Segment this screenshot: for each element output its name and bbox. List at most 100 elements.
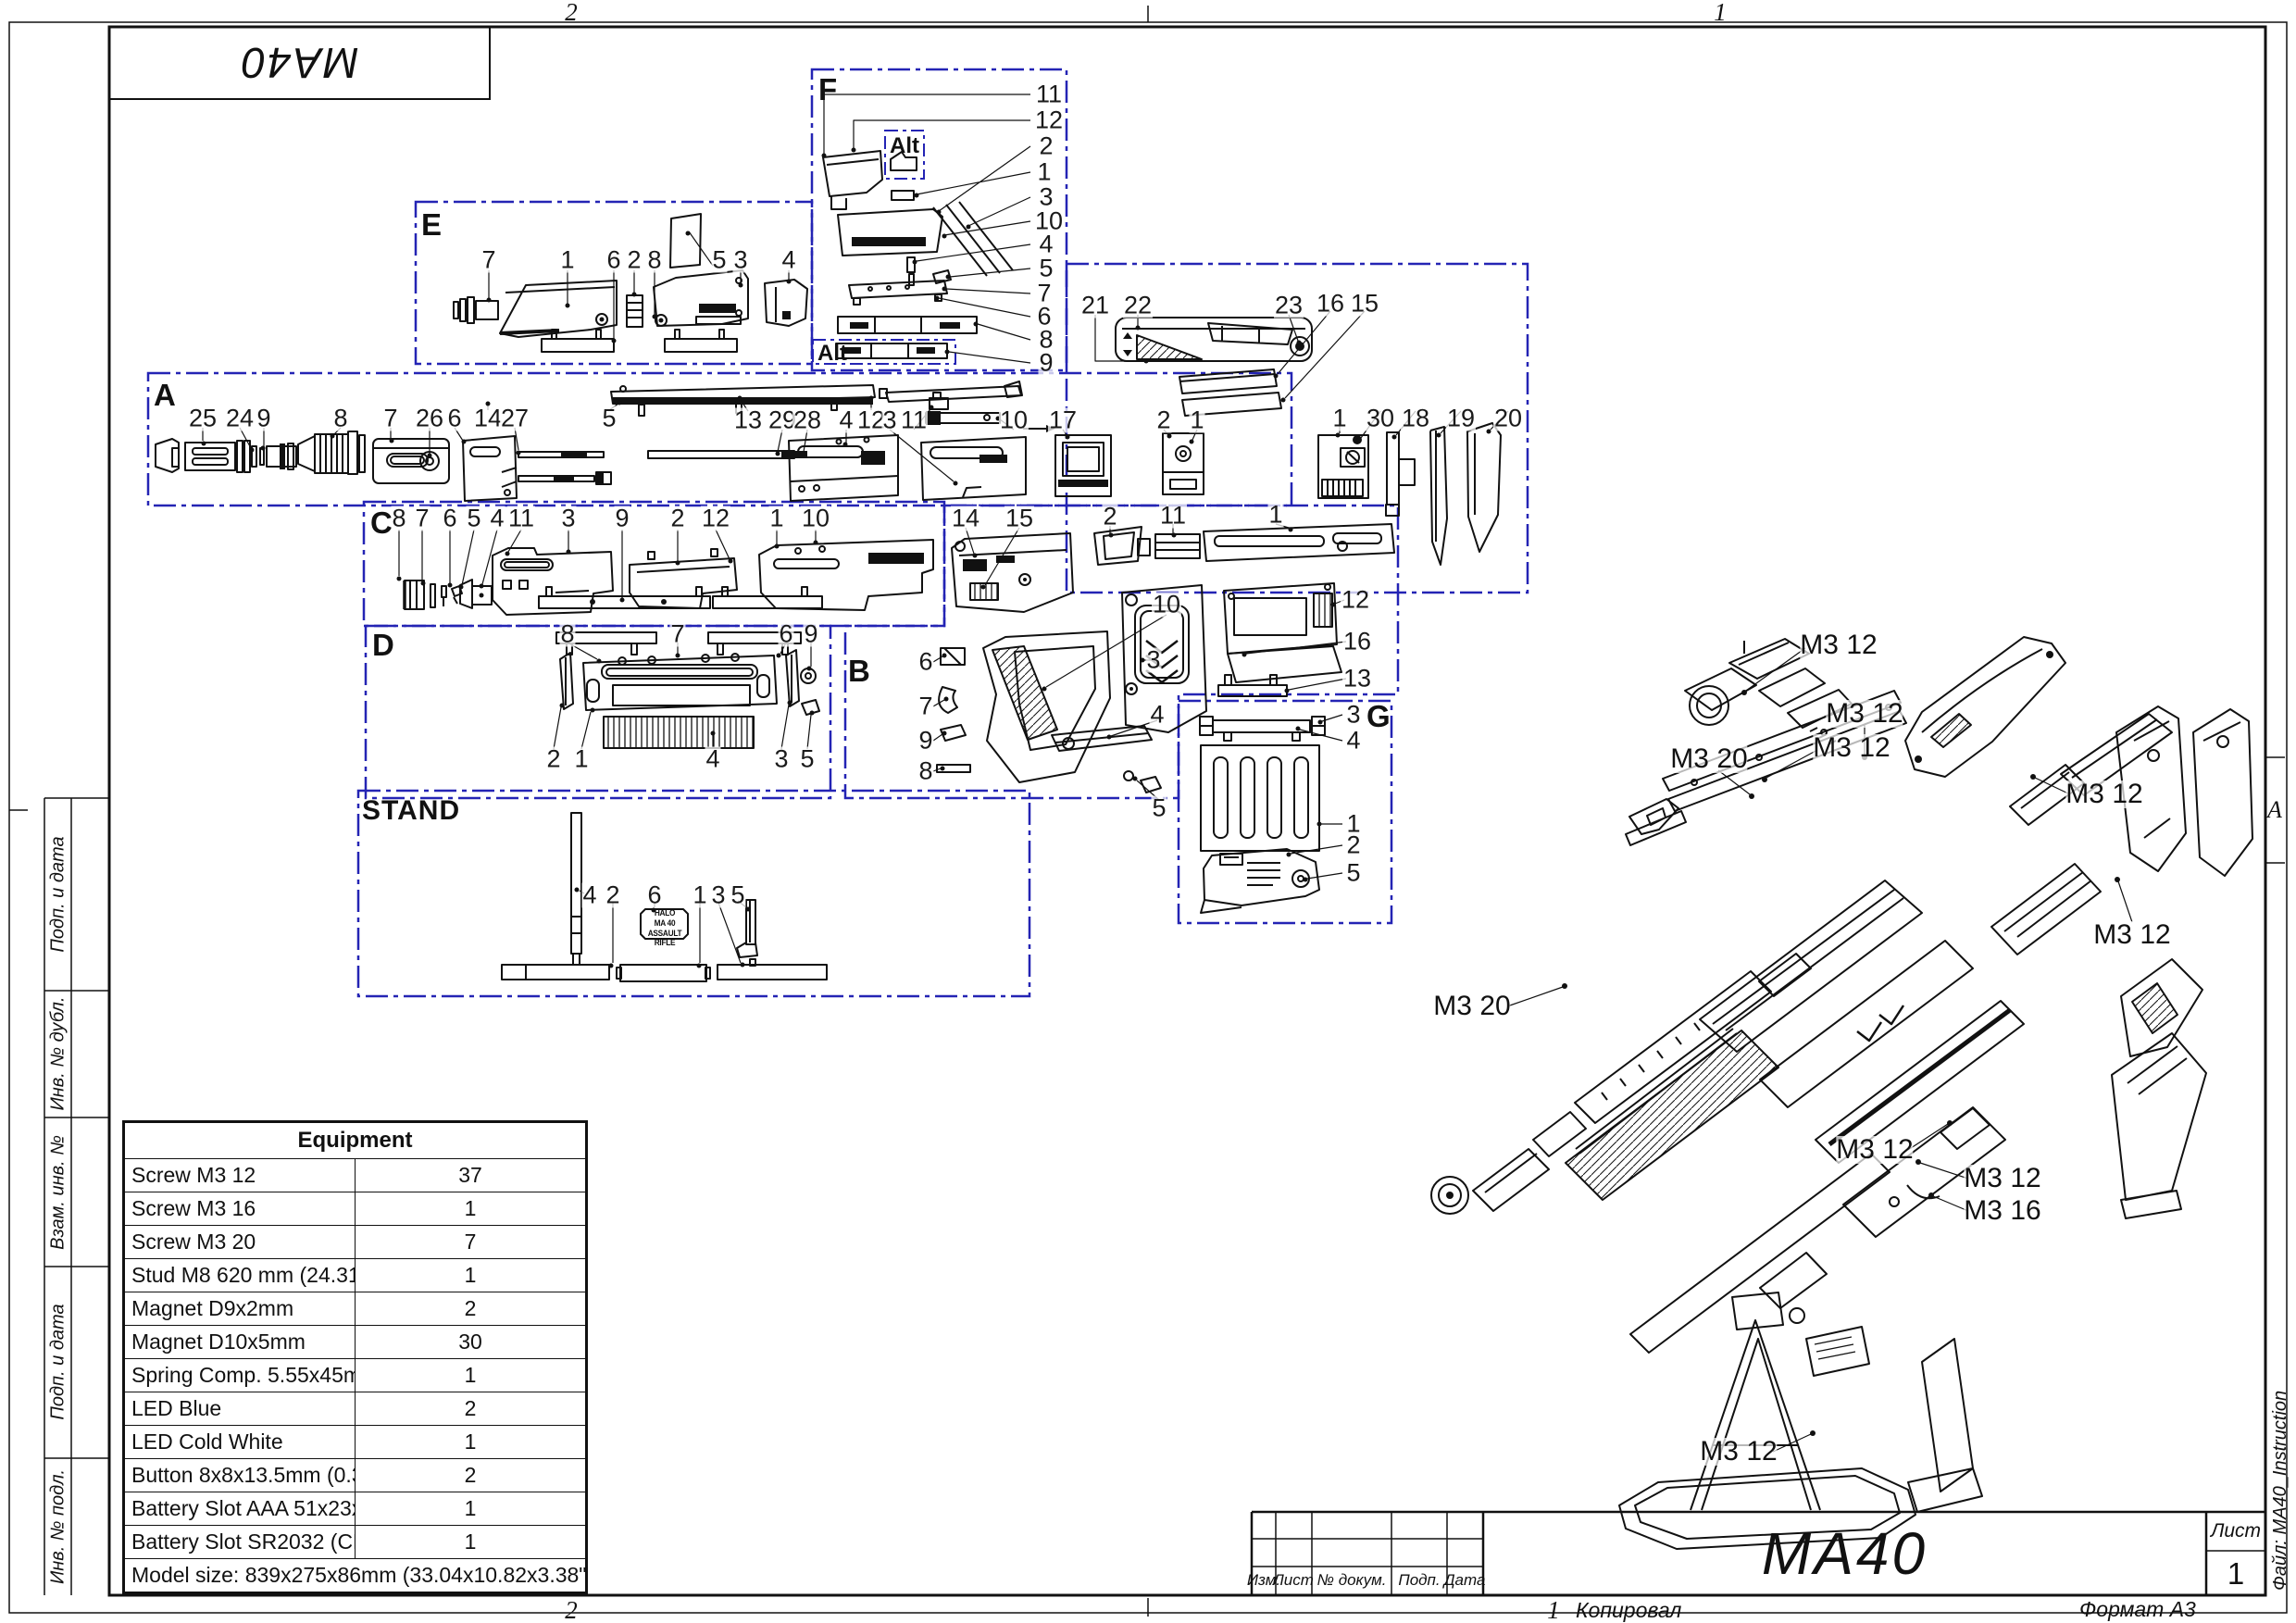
plaque-line-1: HALO [654, 908, 676, 918]
part-name: Battery Slot AAA 51x23x11 mm (2x0.9x0.4"… [123, 1492, 356, 1526]
callout-number: 12 [700, 504, 731, 532]
part-qty: 1 [355, 1425, 587, 1459]
callout-number: 2 [626, 245, 643, 274]
titleblock-col-izm: Изм. [1246, 1571, 1281, 1589]
screw-size-label: M3 12 [1964, 1163, 2041, 1193]
sketch-view-b [932, 523, 1395, 801]
table-row: Button 8x8x13.5mm (0.3x0.3x0.5")2 [123, 1458, 587, 1492]
sketch-view-f [821, 94, 1031, 364]
callout-number: 3 [881, 406, 898, 434]
titleblock-doc-title: МА40 [1761, 1520, 1928, 1587]
callout-number: 9 [256, 404, 272, 432]
callout-number: 5 [711, 245, 728, 274]
margin-label-inv-podl: Инв. № подл. [47, 1468, 69, 1585]
zone-letter-right: А [2267, 796, 2282, 823]
callout-number: 5 [799, 744, 816, 773]
part-name: LED Blue [123, 1392, 356, 1426]
callout-number: 6 [446, 404, 463, 432]
callout-number: 11 [1158, 501, 1188, 530]
callout-number: 4 [838, 406, 855, 434]
part-qty: 1 [355, 1258, 587, 1292]
callout-number: 28 [792, 406, 823, 434]
callout-number: 12 [1340, 585, 1371, 614]
callout-number: 9 [803, 619, 819, 648]
margin-label-vzam-inv: Взам. инв. № [47, 1135, 69, 1250]
callout-number: 1 [559, 245, 576, 274]
callout-number: 6 [605, 245, 622, 274]
part-qty: 1 [355, 1358, 587, 1392]
callout-number: 2 [1345, 830, 1362, 859]
callout-number: 2 [1102, 502, 1118, 531]
view-label-b: B [848, 654, 870, 688]
view-label-stand: STAND [362, 795, 461, 826]
callout-number: 10 [800, 504, 831, 532]
callout-number: 1 [1331, 404, 1348, 432]
titleblock-sheet-number: 1 [2227, 1556, 2245, 1591]
part-qty: 2 [355, 1292, 587, 1326]
margin-label-inv-dubl: Инв. № дубл. [47, 996, 69, 1111]
sketch-view-stand [501, 812, 828, 982]
plaque-line-3: ASSAULT RIFLE [647, 928, 682, 948]
callout-number: 2 [1155, 406, 1172, 434]
callout-number: 5 [730, 880, 746, 909]
sketch-view-a [155, 310, 1509, 566]
callout-number: 10 [1033, 206, 1065, 235]
view-label-g: G [1366, 699, 1391, 733]
callout-number: 6 [1036, 302, 1053, 331]
callout-number: 1 [1267, 500, 1284, 529]
screw-size-label: M3 16 [1964, 1195, 2041, 1226]
part-qty: 1 [355, 1492, 587, 1526]
part-qty: 7 [355, 1225, 587, 1259]
titleblock-col-data: Дата [1443, 1571, 1486, 1589]
callout-number: 2 [669, 504, 686, 532]
stand-plaque: HALO MA 40 ASSAULT RIFLE [640, 908, 690, 947]
callout-number: 3 [1145, 645, 1162, 674]
model-size-note: Model size: 839x275x86mm (33.04x10.82x3.… [123, 1558, 587, 1593]
margin-label-podp-data-2: Подп. и дата [47, 1304, 69, 1420]
callout-number: 11 [1034, 80, 1064, 108]
callout-number: 4 [1038, 230, 1054, 258]
part-name: LED Cold White [123, 1425, 356, 1459]
part-qty: 30 [355, 1325, 587, 1359]
part-qty: 2 [355, 1392, 587, 1426]
rotated-designation-stamp: МА40 [109, 27, 490, 99]
view-label-d: D [372, 628, 394, 662]
table-row: Battery Slot AAA 51x23x11 mm (2x0.9x0.4"… [123, 1492, 587, 1526]
file-note: Файл: MA40_Instruction [2270, 1390, 2290, 1591]
screw-size-label: M3 12 [1813, 732, 1890, 763]
screw-size-label: M3 12 [1836, 1134, 1914, 1165]
callout-number: 9 [917, 726, 934, 755]
callout-number: 15 [1004, 504, 1035, 532]
part-qty: 1 [355, 1192, 587, 1226]
callout-number: 20 [1492, 404, 1524, 432]
callout-number: 1 [768, 504, 785, 532]
callout-number: 8 [332, 404, 349, 432]
callout-number: 19 [1445, 404, 1477, 432]
screw-size-label: M3 20 [1433, 991, 1511, 1021]
screw-size-label: M3 12 [1826, 698, 1903, 729]
callout-number: 3 [710, 880, 727, 909]
callout-number: 18 [1400, 404, 1431, 432]
callout-number: 9 [614, 504, 630, 532]
callout-number: 15 [1349, 289, 1380, 318]
callout-number: 11 [899, 406, 929, 434]
callout-number: 2 [545, 744, 562, 773]
callout-number: 3 [1038, 182, 1054, 211]
sketch-view-d [553, 631, 820, 750]
callout-number: 29 [767, 406, 798, 434]
callout-number: 9 [1038, 348, 1054, 377]
callout-number: 6 [646, 880, 663, 909]
equipment-title: Equipment [123, 1121, 587, 1159]
sketch-view-c [396, 529, 934, 616]
callout-number: 7 [480, 245, 497, 274]
callout-number: 7 [669, 619, 686, 648]
part-name: Battery Slot SR2032 (CH28-2032(BS-6 SMD)… [123, 1525, 356, 1559]
callout-number: 5 [1151, 793, 1167, 822]
